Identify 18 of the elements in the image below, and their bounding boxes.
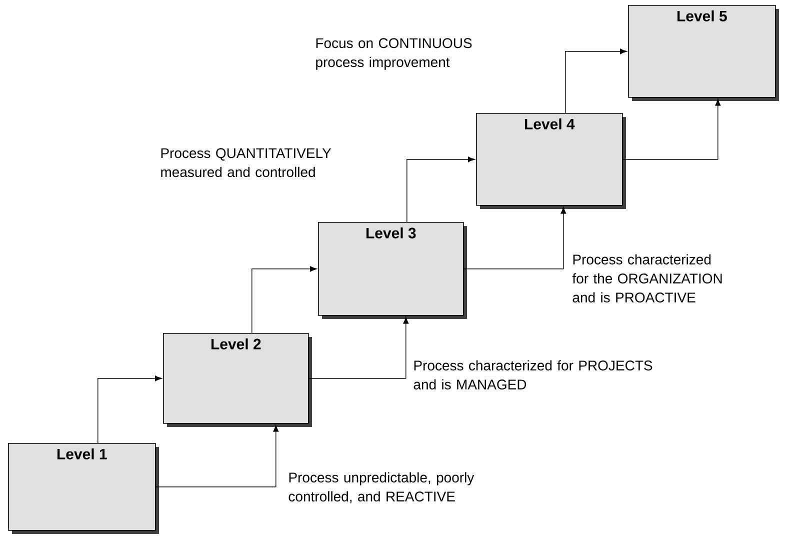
arrow xyxy=(406,156,475,222)
arrow xyxy=(308,316,409,379)
arrow xyxy=(565,48,627,114)
level-box: Level 1 xyxy=(8,443,159,534)
description-text: Process unpredictable, poorly controlled, and REACTIVE xyxy=(288,472,474,504)
arrow xyxy=(98,376,162,444)
arrow xyxy=(463,206,566,270)
level-box: Level 5 xyxy=(628,5,779,101)
level-box: Level 4 xyxy=(476,113,626,209)
level-box: Level 2 xyxy=(163,333,312,427)
arrow xyxy=(155,424,279,488)
arrow xyxy=(622,98,721,160)
description-text: Process characterized for the ORGANIZATION and is PROACTIVE xyxy=(572,254,722,302)
description-text: Focus on CONTINUOUS process improvement xyxy=(316,38,472,70)
description-text: Process characterized for PROJECTS and is MANAGED xyxy=(414,360,652,390)
level-box: Level 3 xyxy=(318,222,467,319)
description-text: Process QUANTITATIVELY measured and controlled xyxy=(161,148,332,178)
arrow xyxy=(252,266,317,334)
